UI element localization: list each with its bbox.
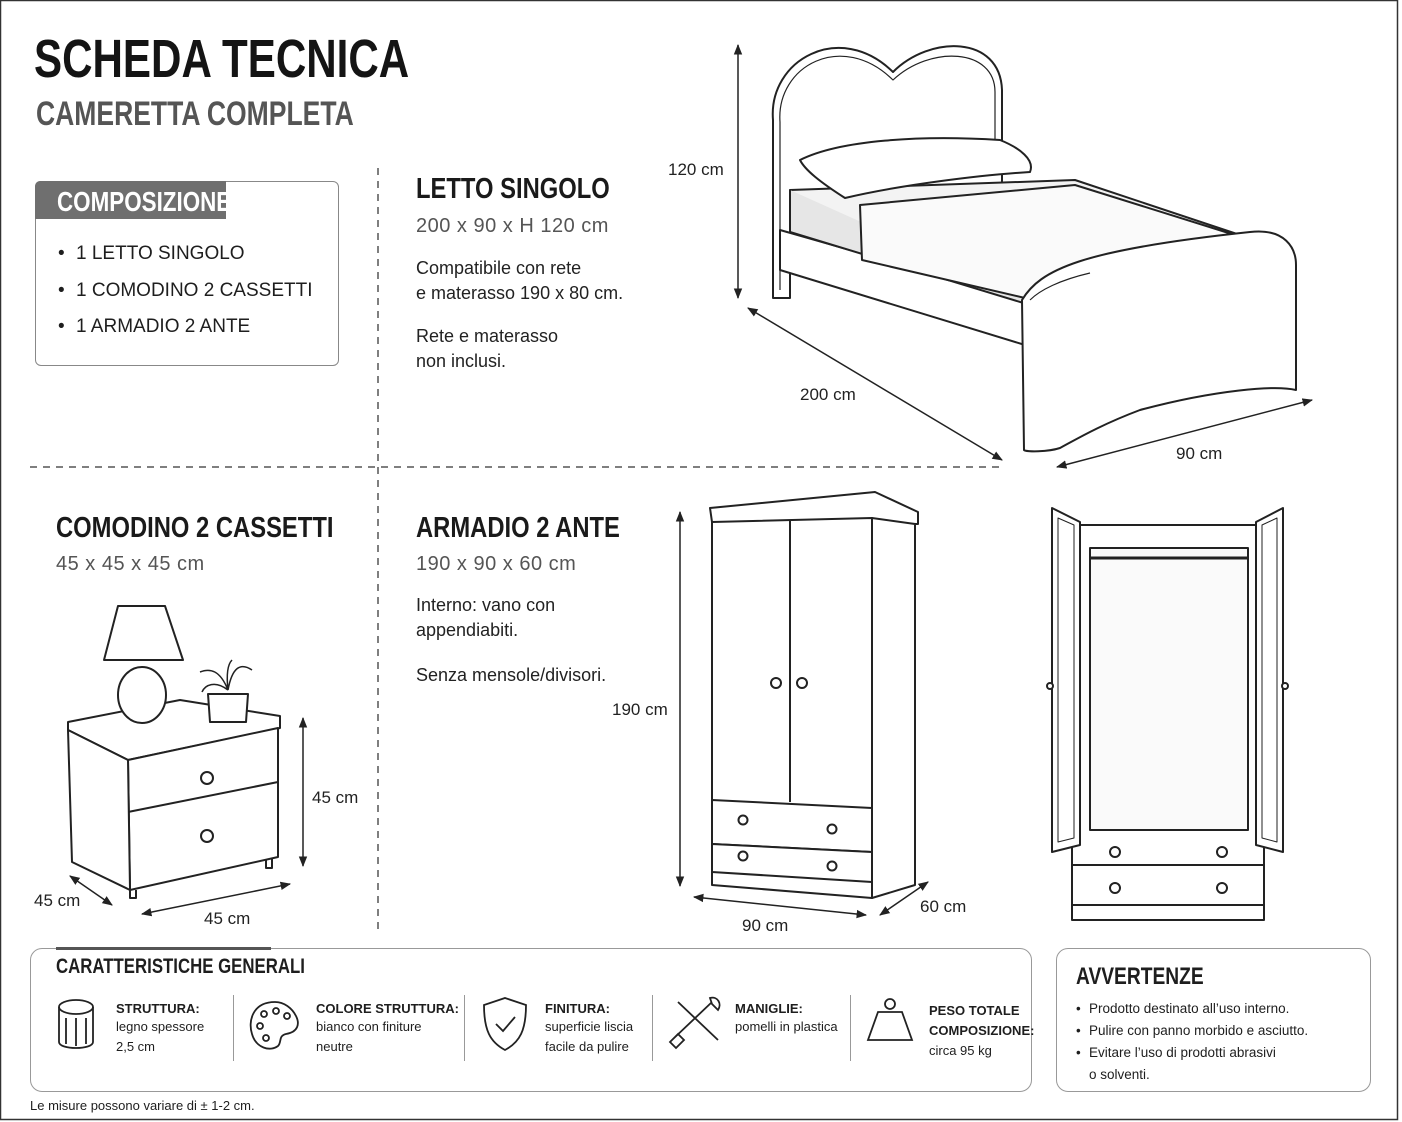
feature-maniglie: MANIGLIE: pomelli in plastica: [735, 1001, 838, 1034]
nightstand-title: COMODINO 2 CASSETTI: [56, 512, 334, 544]
list-item: Prodotto destinato all’uso interno.: [1076, 998, 1308, 1020]
tools-icon: [668, 996, 721, 1050]
feature-peso: PESO TOTALE COMPOSIZIONE: circa 95 kg: [929, 1003, 1035, 1058]
bed-drawing: [733, 43, 1314, 469]
features-separator: [464, 995, 465, 1061]
list-item: Evitare l’uso di prodotti abrasivi o sol…: [1076, 1042, 1308, 1086]
wardrobe-closed-drawing: [675, 491, 929, 919]
wardrobe-text-shelves: Senza mensole/divisori.: [416, 665, 607, 685]
bed-text-compat: Compatibile con rete e materasso 190 x 8…: [416, 258, 624, 303]
list-item: •1 COMODINO 2 CASSETTI: [58, 279, 313, 301]
nightstand-drawing: [67, 605, 308, 917]
wardrobe-text-interior: Interno: vano con appendiabiti.: [416, 595, 556, 640]
page-title: SCHEDA TECNICA: [34, 29, 410, 89]
nightstand-dims: 45 x 45 x 45 cm: [56, 553, 205, 575]
wardrobe-depth-label: 60 cm: [920, 897, 967, 916]
composition-tab: [35, 181, 226, 219]
nightstand-height-label: 45 cm: [312, 788, 359, 807]
list-item: •1 ARMADIO 2 ANTE: [58, 316, 251, 337]
bed-title: LETTO SINGOLO: [416, 173, 610, 205]
composition-list: •1 LETTO SINGOLO •1 COMODINO 2 CASSETTI …: [58, 240, 312, 350]
features-title-underline: [56, 947, 271, 950]
features-separator: [652, 995, 653, 1061]
footnote: Le misure possono variare di ± 1-2 cm.: [30, 1098, 255, 1113]
wood-log-icon: [58, 999, 94, 1049]
wardrobe-open-drawing: [1046, 507, 1289, 921]
weight-icon: [866, 998, 914, 1041]
features-separator: [850, 995, 851, 1061]
warnings-title: AVVERTENZE: [1076, 963, 1204, 990]
warnings-list: Prodotto destinato all’uso interno. Puli…: [1076, 998, 1308, 1086]
bed-dims: 200 x 90 x H 120 cm: [416, 215, 609, 237]
feature-finitura: FINITURA: superficie liscia facile da pu…: [545, 1001, 634, 1054]
composition-label: COMPOSIZIONE: [57, 186, 232, 217]
features-title: CARATTERISTICHE GENERALI: [56, 955, 305, 978]
bed-width-label: 90 cm: [1176, 444, 1223, 463]
feature-struttura: STRUTTURA: legno spessore 2,5 cm: [116, 1001, 205, 1054]
wardrobe-dims: 190 x 90 x 60 cm: [416, 553, 577, 575]
wardrobe-height-label: 190 cm: [612, 700, 668, 719]
shield-check-icon: [483, 997, 527, 1052]
warnings-box: [1056, 948, 1371, 1092]
bed-text-notes: Rete e materasso non inclusi.: [416, 326, 559, 371]
feature-colore: COLORE STRUTTURA: bianco con finiture ne…: [316, 1001, 459, 1054]
palette-icon: [249, 1001, 299, 1050]
wardrobe-title: ARMADIO 2 ANTE: [416, 512, 620, 544]
nightstand-depth-label: 45 cm: [34, 891, 81, 910]
bed-length-label: 200 cm: [800, 385, 856, 404]
wardrobe-width-label: 90 cm: [742, 916, 789, 935]
features-box: [30, 948, 1032, 1092]
bed-height-label: 120 cm: [668, 160, 724, 179]
features-separator: [233, 995, 234, 1061]
nightstand-width-label: 45 cm: [204, 909, 251, 928]
list-item: •1 LETTO SINGOLO: [58, 243, 245, 264]
list-item: Pulire con panno morbido e asciutto.: [1076, 1020, 1308, 1042]
page-subtitle: CAMERETTA COMPLETA: [36, 95, 354, 133]
